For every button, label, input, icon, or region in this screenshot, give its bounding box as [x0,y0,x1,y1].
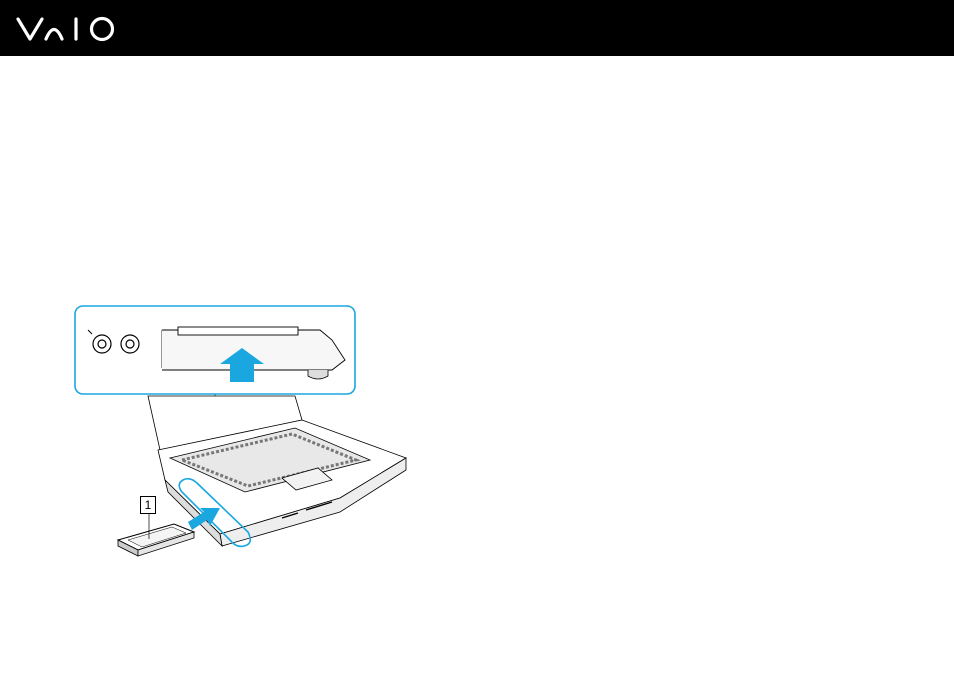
expresscard-insertion-illustration [70,300,415,570]
header-bar [0,0,954,56]
vaio-logo [14,14,122,44]
expresscard-module [118,512,194,556]
magnified-slot-inset [75,306,355,394]
callout-1: 1 [140,496,156,514]
laptop-illustration [148,396,406,546]
